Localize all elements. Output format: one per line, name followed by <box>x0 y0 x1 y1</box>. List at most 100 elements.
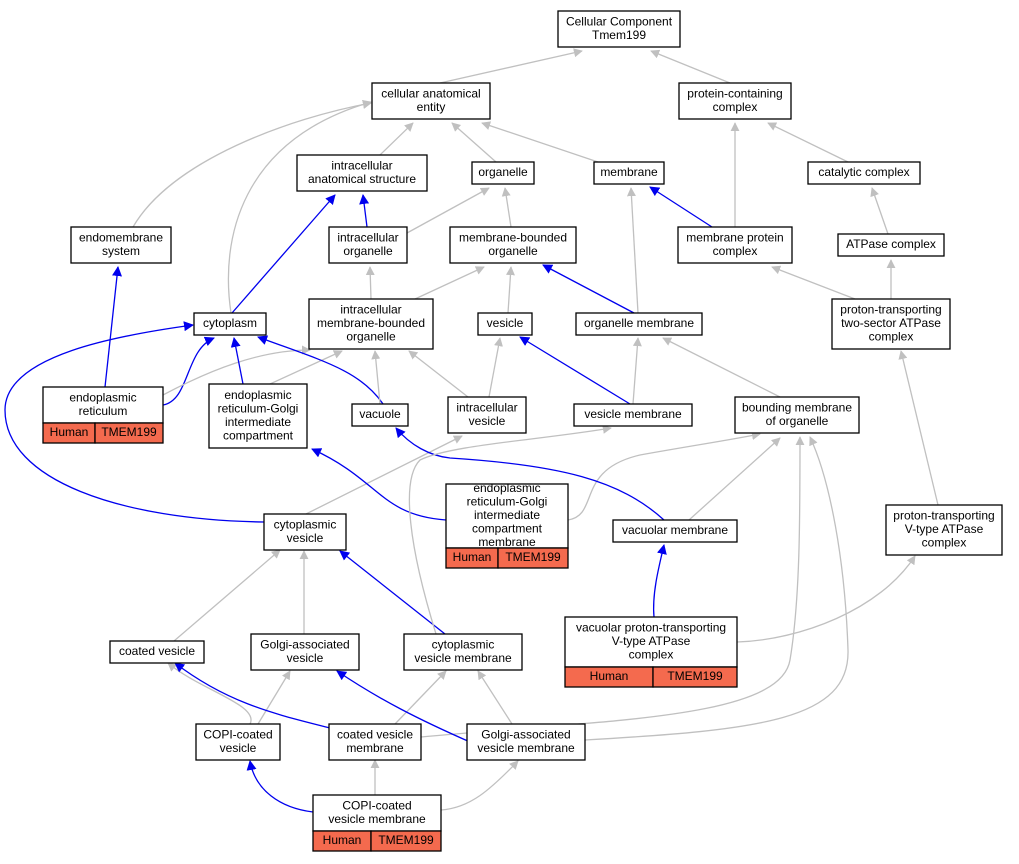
annotation-copimem[interactable]: Human TMEM199 <box>312 830 442 852</box>
term-box <box>557 10 681 48</box>
term-label: intermediate <box>225 415 291 429</box>
term-node-catalytic[interactable]: catalytic complex <box>807 161 921 185</box>
term-node-orgmem[interactable]: organelle membrane <box>575 312 703 336</box>
term-node-ergicmem[interactable]: endoplasmicreticulum-Golgiintermediateco… <box>445 481 569 549</box>
annotation-species: Human <box>323 833 362 847</box>
term-label: endoplasmic <box>69 390 136 404</box>
edge-copi-golgiv <box>257 670 291 725</box>
term-label: organelle <box>478 165 528 179</box>
term-label: intracellular <box>340 303 401 317</box>
term-label: vesicle membrane <box>328 812 426 826</box>
edge-ergicmem-ergic <box>311 448 447 521</box>
term-box <box>208 383 308 449</box>
term-label: system <box>102 244 140 258</box>
edge-cytoplasm-ias <box>231 194 336 314</box>
term-label: cytoplasm <box>203 316 257 330</box>
term-label: complex <box>869 330 914 344</box>
annotation-gene: TMEM199 <box>667 669 723 683</box>
term-box <box>477 312 533 336</box>
term-label: vesicle <box>287 531 324 545</box>
term-label: cytoplasmic <box>274 517 337 531</box>
edge-cytves-cytoplasm <box>4 321 265 523</box>
edge-vacuole-cytoplasm <box>257 335 384 405</box>
edge-vesmem-orgmem <box>632 337 642 405</box>
edge-iv-vesicle <box>488 337 503 398</box>
term-label: vacuole <box>359 407 401 421</box>
term-label: reticulum-Golgi <box>218 401 299 415</box>
term-label: vacuolar membrane <box>622 523 728 537</box>
term-label: reticulum-Golgi <box>467 495 548 509</box>
edge-bmo-orgmem <box>662 337 781 398</box>
term-label: membrane-bounded <box>459 230 567 244</box>
annotation-gene: TMEM199 <box>378 833 434 847</box>
term-node-membrane[interactable]: membrane <box>593 161 665 185</box>
edge-er-cytoplasm <box>162 336 215 406</box>
term-box <box>445 483 569 549</box>
edge-cytoplasm-anat <box>227 99 372 314</box>
term-label: organelle <box>346 330 396 344</box>
term-box <box>312 794 442 832</box>
term-box <box>193 312 267 336</box>
term-box <box>351 403 409 427</box>
edge-iv-imbo <box>408 350 469 398</box>
edge-imbo-mbo <box>414 266 485 300</box>
term-node-coated[interactable]: coated vesicle <box>109 640 205 664</box>
annotation-gene-box <box>94 422 164 444</box>
annotation-gene: TMEM199 <box>505 550 561 564</box>
edge-golgimem-bmo <box>584 436 849 741</box>
term-node-vacmem[interactable]: vacuolar membrane <box>612 519 738 543</box>
term-node-atpase[interactable]: ATPase complex <box>837 233 945 257</box>
edge-organelle-anat <box>451 122 497 163</box>
term-box <box>308 298 434 350</box>
term-box <box>296 154 428 192</box>
term-label: protein-containing <box>687 86 782 100</box>
edge-ptv-pt2 <box>898 350 939 506</box>
annotation-gene: TMEM199 <box>101 425 157 439</box>
term-node-cytoplasm[interactable]: cytoplasm <box>193 312 267 336</box>
term-node-organelle[interactable]: organelle <box>471 161 535 185</box>
edge-membrane-anat <box>481 121 599 163</box>
term-label: V-type ATPase <box>905 522 984 536</box>
term-node-vesicle[interactable]: vesicle <box>477 312 533 336</box>
term-label: COPI-coated <box>342 798 411 812</box>
term-label: vesicle <box>487 316 524 330</box>
term-label: catalytic complex <box>818 165 909 179</box>
edge-ergic-cytoplasm <box>230 337 244 385</box>
term-box <box>403 633 523 671</box>
term-label: V-type ATPase <box>612 634 691 648</box>
term-node-ergic[interactable]: endoplasmicreticulum-Golgiintermediateco… <box>208 383 308 449</box>
term-box <box>575 312 703 336</box>
term-label: membrane <box>478 535 536 549</box>
term-label: of organelle <box>766 414 829 428</box>
term-label: ATPase complex <box>846 237 936 251</box>
term-box <box>195 723 281 761</box>
term-node-vesmem[interactable]: vesicle membrane <box>573 403 693 427</box>
term-node-vacuole[interactable]: vacuole <box>351 403 409 427</box>
term-label: proton-transporting <box>893 509 994 523</box>
